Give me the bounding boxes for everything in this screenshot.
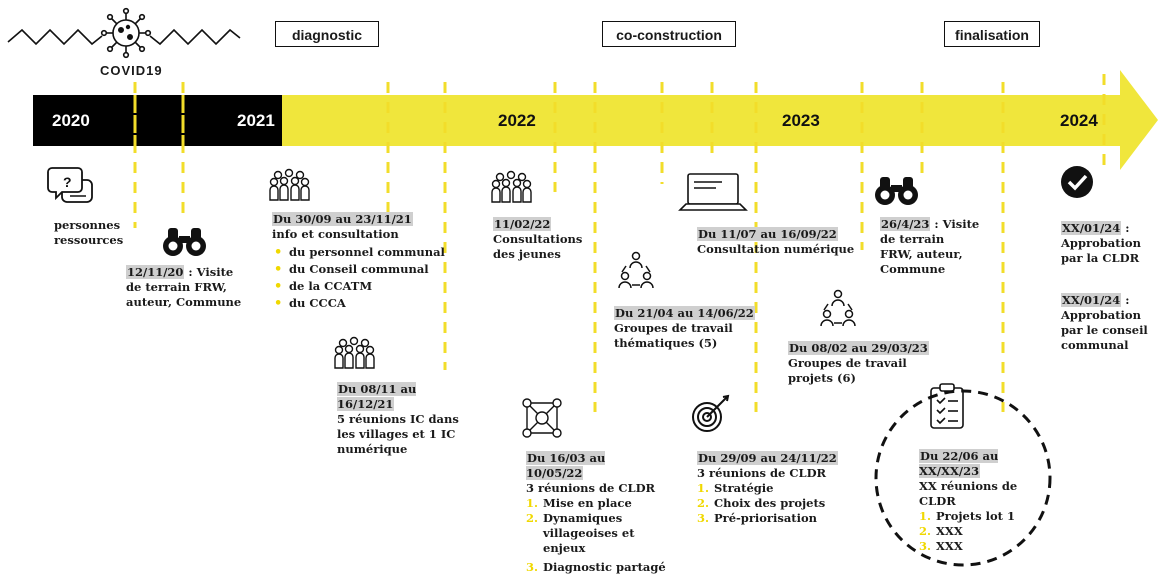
event-text: Groupes de travail thématiques (5) (614, 321, 733, 350)
event-personnes-ressources: personnes ressources (54, 218, 129, 248)
event-date: Du 30/09 au 23/11/21 (272, 212, 413, 226)
event-text: : Approbation par le conseil communal (1061, 293, 1148, 352)
event-info-consultation: Du 30/09 au 23/11/21 info et consultatio… (272, 212, 472, 312)
event-reunions-ic: Du 08/11 au 16/12/21 5 réunions IC dans … (337, 382, 477, 457)
event-text: 5 réunions IC dans les villages et 1 IC … (337, 412, 459, 456)
event-date: Du 16/03 au 10/05/22 (526, 451, 606, 480)
event-date: 11/02/22 (493, 217, 552, 231)
year-label: 2021 (237, 111, 275, 130)
event-date: Du 22/06 au XX/XX/23 (919, 449, 999, 478)
covid-period-bar (33, 95, 282, 146)
list-item: 2.Choix des projets (697, 496, 826, 510)
group-icon (269, 168, 310, 201)
list-item: 3.Diagnostic partagé (526, 560, 666, 574)
event-text: Consultation numérique (697, 242, 855, 256)
team-triangle-icon (618, 251, 654, 289)
list-item: de la CCATM (272, 278, 472, 295)
phase-diagnostic: diagnostic (275, 21, 379, 47)
event-visite-2023: 26/4/23 : Visite de terrain FRW, auteur,… (880, 217, 980, 277)
year-label: 2024 (1060, 111, 1098, 130)
list-item: 3.Pré-priorisation (697, 511, 818, 525)
event-title: info et consultation (272, 227, 399, 241)
event-date: Du 08/11 au 16/12/21 (337, 382, 417, 411)
event-date: Du 08/02 au 29/03/23 (788, 341, 929, 355)
list-item: 1.Stratégie (697, 481, 774, 495)
event-visite-2020: 12/11/20 : Visite de terrain FRW, auteur… (126, 265, 246, 310)
year-label: 2023 (782, 111, 820, 130)
event-title: 3 réunions de CLDR (697, 466, 827, 480)
timeline-arrow (282, 70, 1158, 170)
group-icon (334, 336, 375, 369)
covid-zigzag-left (7, 28, 103, 46)
list-item: du Conseil communal (272, 261, 472, 278)
covid-zigzag-right (149, 28, 241, 46)
event-list: 1.Projets lot 1 2.XXX 3.XXX (919, 509, 1044, 554)
event-groupes-projets: Du 08/02 au 29/03/23 Groupes de travail … (788, 341, 933, 386)
event-cldr-2022-b: Du 29/09 au 24/11/22 3 réunions de CLDR … (697, 451, 842, 526)
list-item: 2.XXX (919, 524, 963, 538)
event-date: 26/4/23 (880, 217, 931, 231)
year-label: 2020 (52, 111, 90, 130)
event-title: 3 réunions de CLDR (526, 481, 656, 495)
check-circle-icon (1061, 166, 1093, 198)
event-text: : Visite de terrain FRW, auteur, Commune (126, 265, 242, 309)
event-date: Du 21/04 au 14/06/22 (614, 306, 755, 320)
event-text: : Approbation par la CLDR (1061, 221, 1141, 265)
year-label: 2022 (498, 111, 536, 130)
event-list: 1.Stratégie 2.Choix des projets 3.Pré-pr… (697, 481, 842, 526)
binoculars-icon (875, 177, 918, 205)
list-item: 1.Mise en place (526, 496, 632, 510)
event-consultations-jeunes: 11/02/22 Consultations des jeunes (493, 217, 588, 262)
laptop-icon (678, 173, 748, 211)
event-cldr-2023: Du 22/06 au XX/XX/23 XX réunions de CLDR… (919, 449, 1044, 554)
event-approbation-cldr: XX/01/24 : Approbation par la CLDR (1061, 221, 1151, 266)
phase-finalisation: finalisation (944, 21, 1040, 47)
event-text: personnes ressources (54, 218, 124, 247)
event-groupes-thematiques: Du 21/04 au 14/06/22 Groupes de travail … (614, 306, 764, 351)
event-date: XX/01/24 (1061, 293, 1122, 307)
event-date: Du 11/07 au 16/09/22 (697, 227, 838, 241)
event-cldr-2022-a: Du 16/03 au 10/05/22 3 réunions de CLDR … (526, 451, 666, 575)
question-chat-icon: ? (47, 167, 93, 203)
covid-label: COVID19 (100, 63, 163, 78)
list-item: 2.Dynamiques villageoises et enjeux (526, 511, 635, 555)
event-list: du personnel communal du Conseil communa… (272, 244, 472, 312)
event-consultation-numerique: Du 11/07 au 16/09/22 Consultation numéri… (697, 227, 857, 257)
event-approbation-conseil: XX/01/24 : Approbation par le conseil co… (1061, 293, 1153, 353)
event-text: Groupes de travail projets (6) (788, 356, 907, 385)
binoculars-icon (163, 228, 206, 256)
virus-icon (100, 7, 152, 59)
svg-text:?: ? (63, 174, 72, 190)
network-icon (522, 398, 562, 438)
event-date: 12/11/20 (126, 265, 185, 279)
checklist-icon (930, 383, 964, 429)
target-icon (692, 394, 730, 432)
list-item: 3.XXX (919, 539, 963, 553)
event-date: XX/01/24 (1061, 221, 1122, 235)
list-item: 1.Projets lot 1 (919, 509, 1016, 523)
event-text: Consultations des jeunes (493, 232, 583, 261)
list-item: du personnel communal (272, 244, 472, 261)
finalisation-highlight-circle (874, 389, 1052, 567)
list-item: du CCCA (272, 295, 472, 312)
event-title: XX réunions de CLDR (919, 479, 1018, 508)
event-text: : Visite de terrain FRW, auteur, Commune (880, 217, 980, 276)
team-triangle-icon (820, 289, 856, 327)
event-list: 1.Mise en place 2.Dynamiques villageoise… (526, 496, 666, 575)
event-date: Du 29/09 au 24/11/22 (697, 451, 838, 465)
phase-co-construction: co-construction (602, 21, 736, 47)
group-icon (491, 170, 532, 203)
